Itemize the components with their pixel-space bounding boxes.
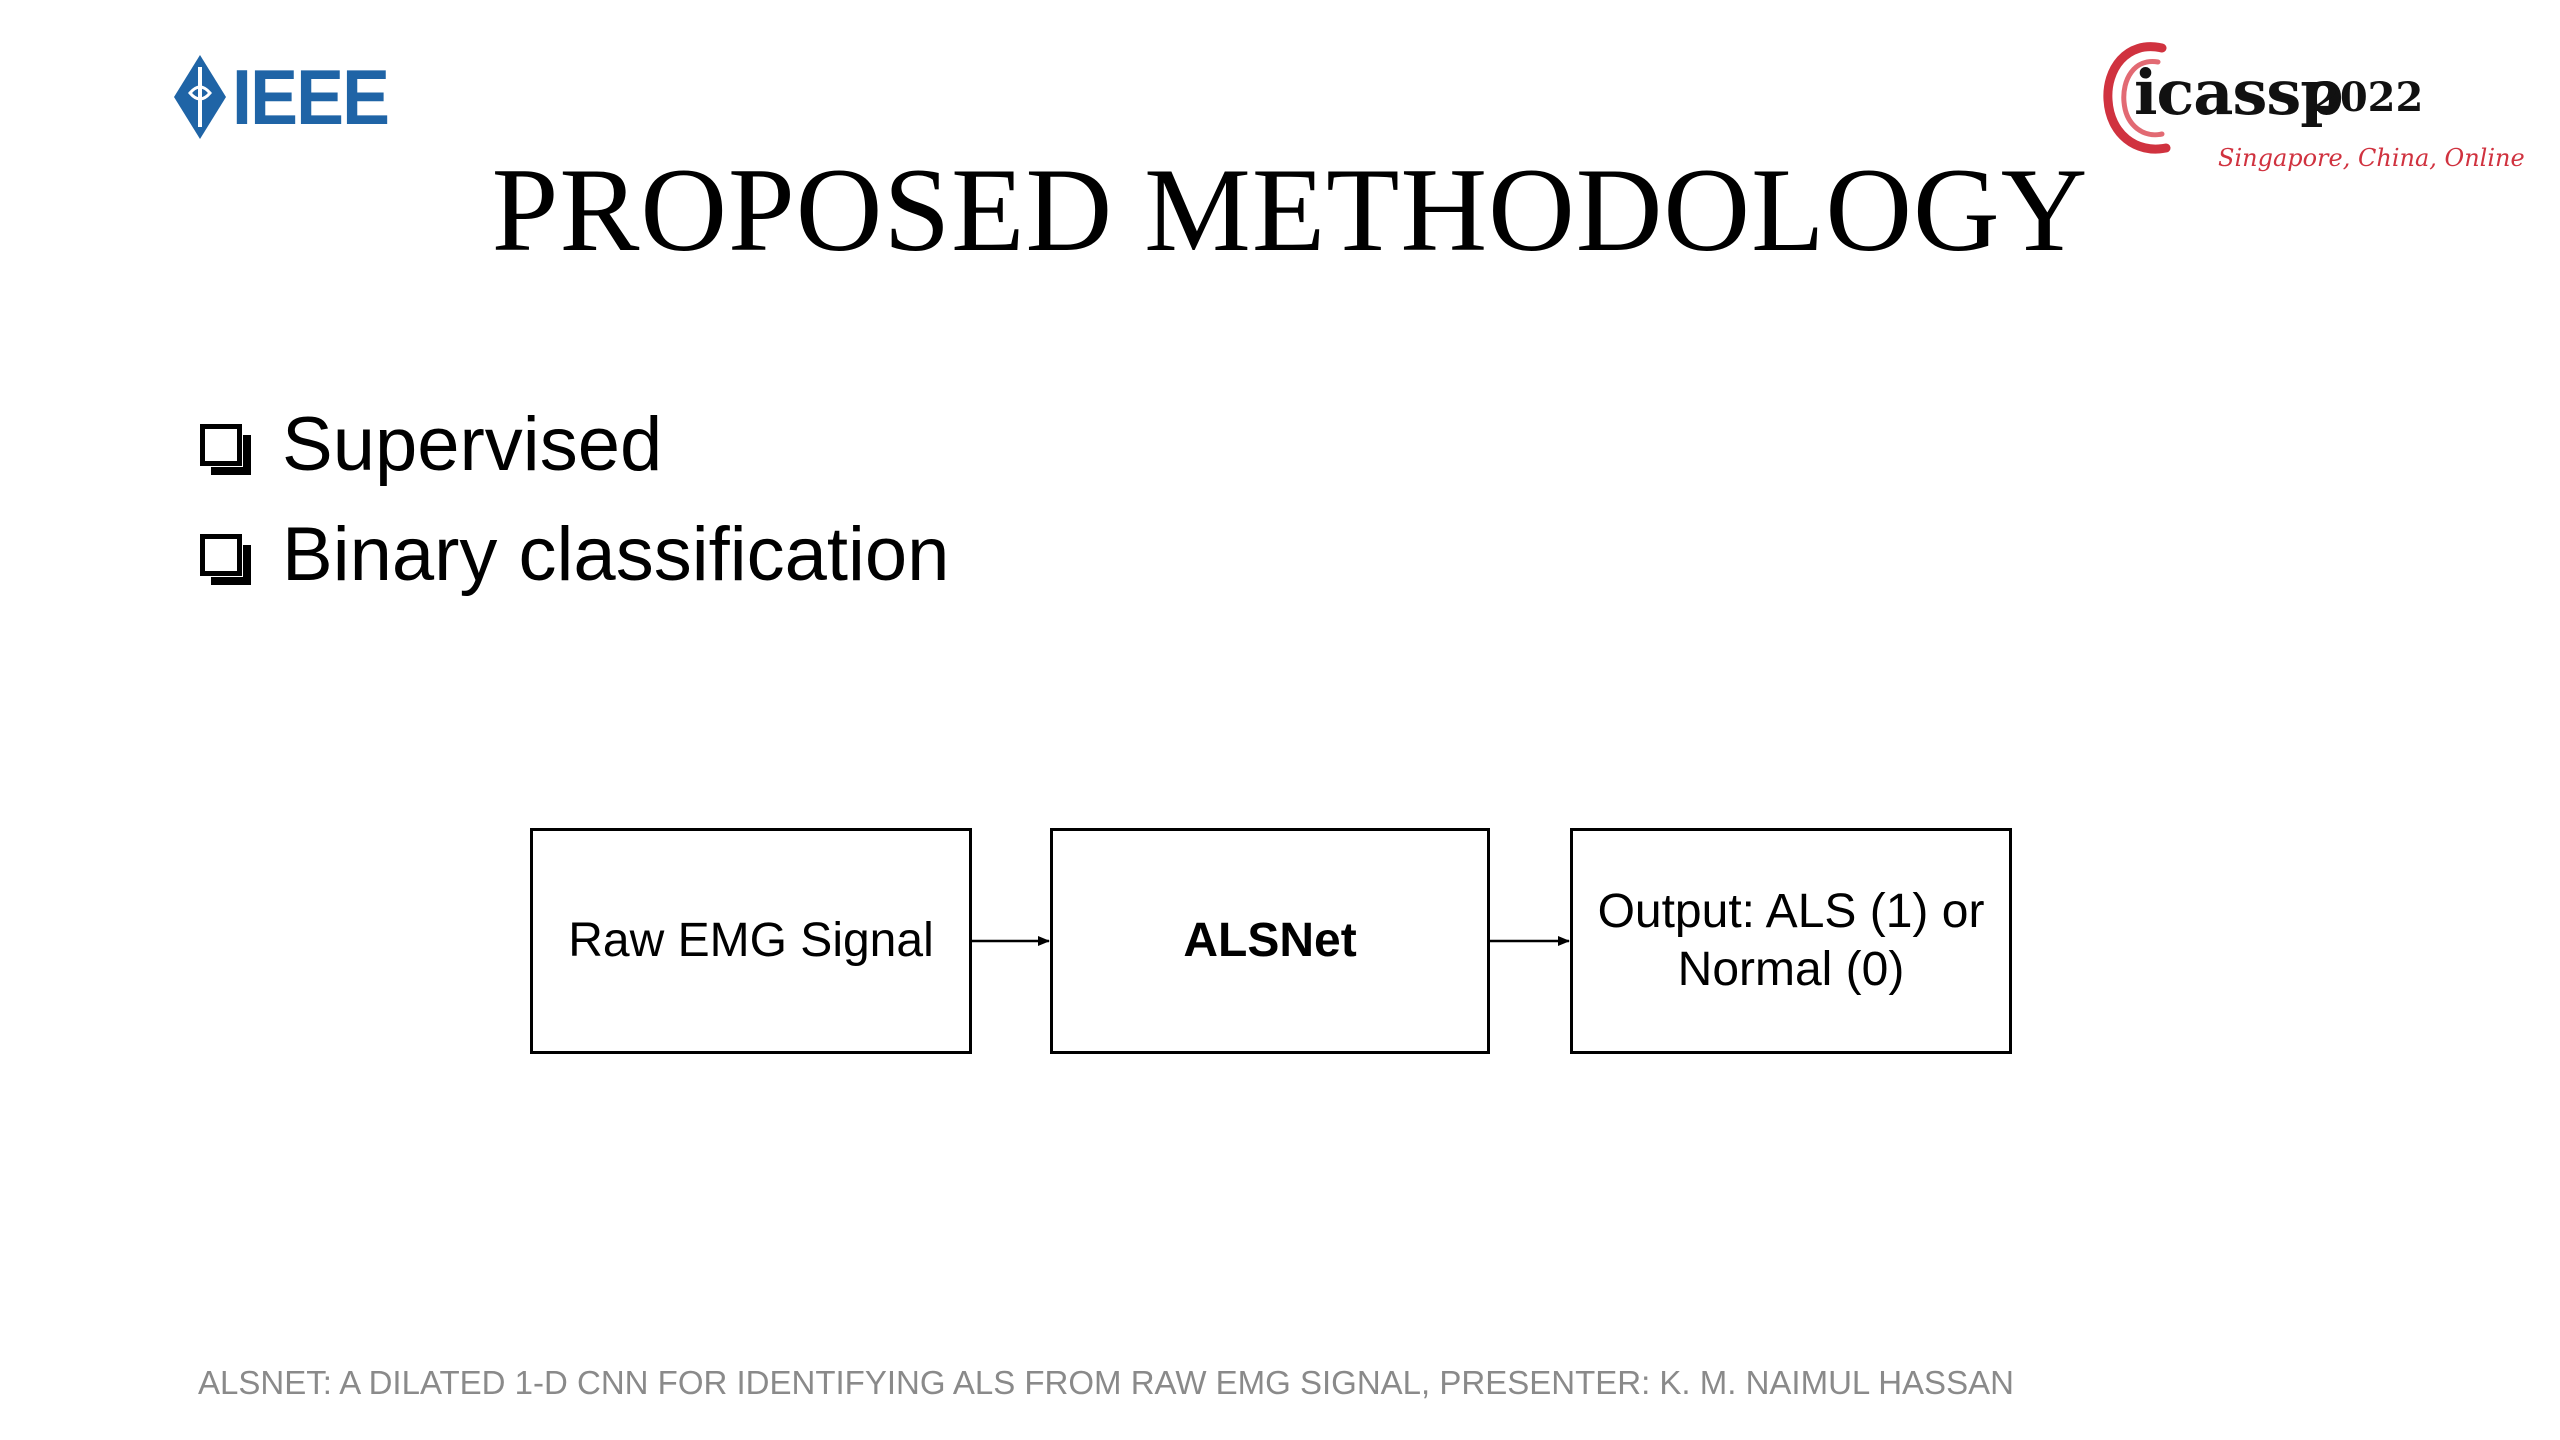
bullet-list: Supervised Binary classification	[200, 390, 949, 610]
icassp-swirl-icon	[2103, 42, 2171, 154]
node-alsnet: ALSNet	[1050, 828, 1490, 1054]
checkbox-icon	[200, 424, 251, 475]
ieee-diamond-icon	[174, 55, 226, 139]
ieee-wordmark: IEEE	[232, 53, 390, 141]
bullet-text: Supervised	[282, 402, 663, 487]
icassp-logo: icassp 2022 Singapore, China, Online	[2100, 34, 2525, 184]
bullet-item: Supervised	[200, 390, 949, 500]
slide-title: PROPOSED METHODOLOGY	[491, 143, 2089, 276]
icassp-subtitle: Singapore, China, Online	[2218, 144, 2525, 172]
checkbox-icon	[200, 534, 251, 585]
node-output: Output: ALS (1) or Normal (0)	[1570, 828, 2012, 1054]
node-label: ALSNet	[1183, 914, 1357, 968]
node-label: Output: ALS (1) or Normal (0)	[1597, 885, 1985, 996]
bullet-item: Binary classification	[200, 500, 949, 610]
icassp-wordmark: icassp	[2134, 56, 2344, 129]
node-raw-emg-signal: Raw EMG Signal	[530, 828, 972, 1054]
node-label: Raw EMG Signal	[568, 914, 934, 968]
icassp-year: 2022	[2312, 74, 2424, 121]
bullet-text: Binary classification	[282, 512, 950, 597]
slide-footer: ALSNET: A DILATED 1-D CNN FOR IDENTIFYIN…	[198, 1364, 2014, 1401]
ieee-logo: IEEE	[172, 52, 402, 142]
